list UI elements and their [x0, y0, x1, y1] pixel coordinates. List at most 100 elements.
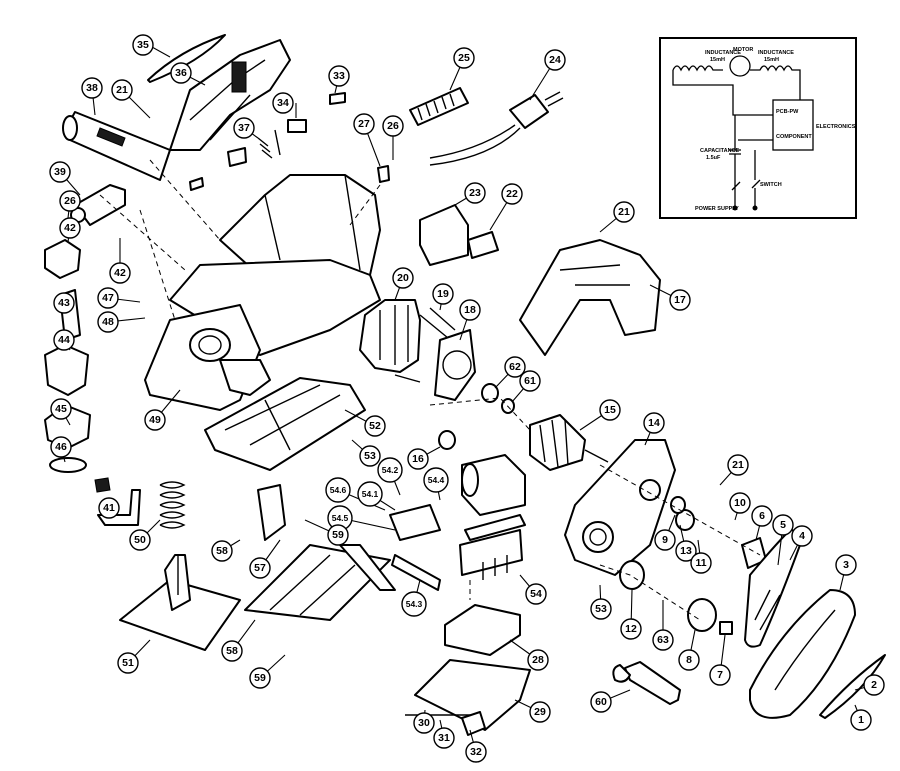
part-callout-label: 25 — [458, 52, 470, 64]
part-callout-label: 10 — [734, 497, 746, 509]
part-callout-53a: 53 — [359, 445, 381, 467]
part-callout-45: 45 — [50, 398, 72, 420]
part-callout-label: 47 — [102, 292, 114, 304]
part-callout-38: 38 — [81, 77, 103, 99]
part-callout-16: 16 — [407, 448, 429, 470]
part-callout-44: 44 — [53, 329, 75, 351]
part-callout-25: 25 — [453, 47, 475, 69]
part-callout-43: 43 — [53, 292, 75, 314]
part-callout-37: 37 — [233, 117, 255, 139]
part-callout-label: 16 — [412, 453, 424, 465]
part-callout-63: 63 — [652, 629, 674, 651]
part-callout-label: 19 — [437, 288, 449, 300]
schematic-module-line1: PCB-PW — [776, 109, 799, 115]
schematic-capacitance-value: 1.5uF — [706, 155, 721, 161]
part-callout-label: 35 — [137, 39, 149, 51]
part-callout-26a: 26 — [382, 115, 404, 137]
part-callout-label: 37 — [238, 122, 250, 134]
part-callout-label: 27 — [358, 118, 370, 130]
part-callout-12: 12 — [620, 618, 642, 640]
part-callout-label: 1 — [858, 714, 864, 726]
part-callout-5: 5 — [772, 514, 794, 536]
part-callout-14: 14 — [643, 412, 665, 434]
part-callout-label: 32 — [470, 746, 482, 758]
part-callout-label: 29 — [534, 706, 546, 718]
schematic-inductance-left: INDUCTANCE — [705, 50, 741, 56]
part-callout-42a: 42 — [59, 217, 81, 239]
part-callout-60: 60 — [590, 691, 612, 713]
part-callout-label: 59 — [254, 672, 266, 684]
part-callout-541: 54.1 — [357, 481, 383, 507]
part-callout-label: 60 — [595, 696, 607, 708]
part-callout-label: 41 — [103, 502, 115, 514]
part-callout-22: 22 — [501, 183, 523, 205]
part-callout-label: 17 — [674, 294, 686, 306]
part-callout-58b: 58 — [221, 640, 243, 662]
part-callout-17: 17 — [669, 289, 691, 311]
schematic-inductance-right-value: 15mH — [764, 57, 779, 63]
part-callout-26b: 26 — [59, 190, 81, 212]
part-callout-2: 2 — [863, 674, 885, 696]
part-callout-49: 49 — [144, 409, 166, 431]
part-callout-15: 15 — [599, 399, 621, 421]
part-callout-label: 36 — [175, 67, 187, 79]
part-callout-28: 28 — [527, 649, 549, 671]
schematic-switch: SWITCH — [760, 182, 782, 188]
part-callout-46: 46 — [50, 436, 72, 458]
schematic-electronics: ELECTRONICS — [816, 124, 856, 130]
part-callout-34: 34 — [272, 92, 294, 114]
part-callout-label: 4 — [799, 530, 805, 542]
part-callout-label: 22 — [506, 188, 518, 200]
part-callout-label: 43 — [58, 297, 70, 309]
part-callout-21c: 21 — [727, 454, 749, 476]
part-callout-label: 54.5 — [332, 513, 349, 523]
part-callout-label: 13 — [680, 545, 692, 557]
part-callout-label: 2 — [871, 679, 877, 691]
part-callout-label: 26 — [64, 195, 76, 207]
part-callout-32: 32 — [465, 741, 487, 763]
part-callout-label: 28 — [532, 654, 544, 666]
part-callout-546: 54.6 — [325, 477, 351, 503]
part-callout-1: 1 — [850, 709, 872, 731]
part-callout-label: 8 — [686, 654, 692, 666]
part-callout-label: 54 — [530, 588, 542, 600]
part-callout-label: 51 — [122, 657, 134, 669]
part-callout-52: 52 — [364, 415, 386, 437]
part-callout-label: 24 — [549, 54, 561, 66]
part-callout-33: 33 — [328, 65, 350, 87]
part-callout-label: 12 — [625, 623, 637, 635]
part-callout-24: 24 — [544, 49, 566, 71]
part-callout-3: 3 — [835, 554, 857, 576]
part-callout-label: 20 — [397, 272, 409, 284]
wiring-schematic: INDUCTANCE 15mH MOTOR INDUCTANCE 15mH PC… — [659, 37, 857, 219]
assembly-lines — [99, 159, 761, 621]
part-callout-label: 59 — [332, 529, 344, 541]
part-callout-label: 5 — [780, 519, 786, 531]
part-callout-label: 52 — [369, 420, 381, 432]
part-callout-label: 26 — [387, 120, 399, 132]
part-callout-label: 53 — [364, 450, 376, 462]
part-callout-label: 23 — [469, 187, 481, 199]
part-callout-label: 11 — [695, 557, 706, 569]
schematic-inductance-right: INDUCTANCE — [758, 50, 794, 56]
part-callout-label: 3 — [843, 559, 849, 571]
part-callout-label: 49 — [149, 414, 161, 426]
schematic-capacitance: CAPACITANCE — [700, 148, 740, 154]
part-callout-label: 39 — [54, 166, 66, 178]
part-callout-53b: 53 — [590, 598, 612, 620]
part-callout-21a: 21 — [111, 79, 133, 101]
part-callout-label: 21 — [732, 459, 744, 471]
part-callout-label: 42 — [64, 222, 76, 234]
part-callout-label: 46 — [55, 441, 67, 453]
part-callout-8: 8 — [678, 649, 700, 671]
part-callout-29: 29 — [529, 701, 551, 723]
part-callout-50: 50 — [129, 529, 151, 551]
part-callout-48: 48 — [97, 311, 119, 333]
part-callout-57: 57 — [249, 557, 271, 579]
part-callout-label: 38 — [86, 82, 98, 94]
part-callout-21b: 21 — [613, 201, 635, 223]
part-callout-31: 31 — [433, 727, 455, 749]
part-callout-51: 51 — [117, 652, 139, 674]
part-callout-label: 45 — [55, 403, 67, 415]
